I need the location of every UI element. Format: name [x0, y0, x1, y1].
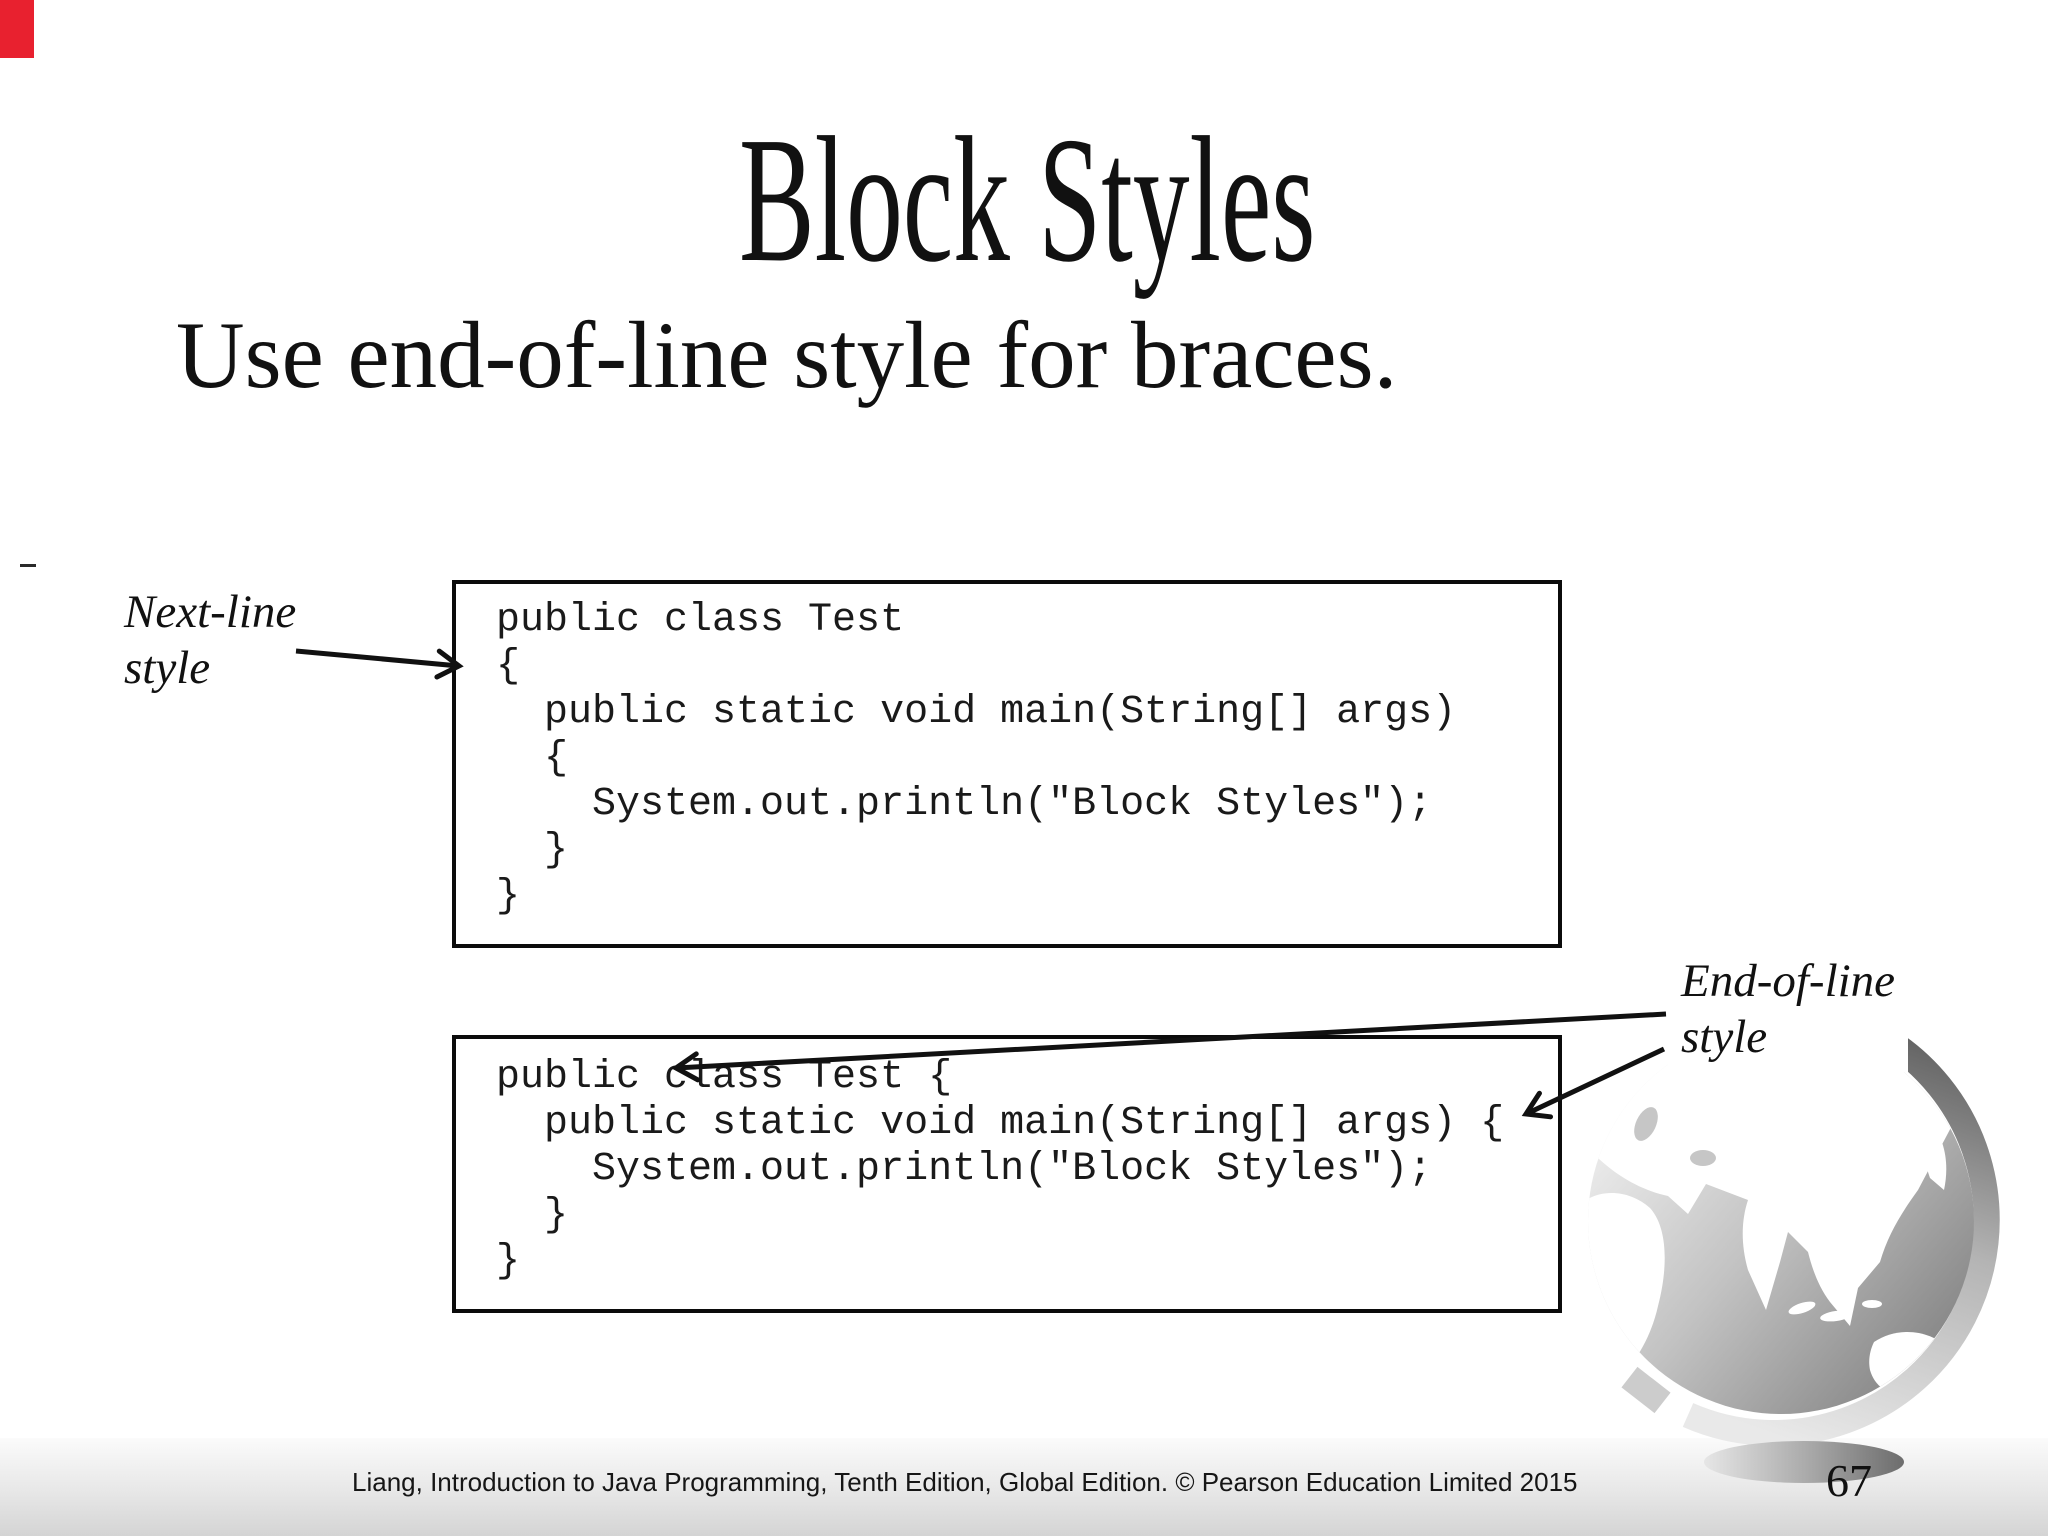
footer-gradient-band [0, 1438, 2048, 1536]
globe-stand-arc [1682, 1024, 2000, 1446]
code-box-end-of-line-style: public class Test { public static void m… [452, 1035, 1562, 1313]
next-line-style-label: Next-line style [124, 584, 296, 696]
end-of-line-style-label-line2: style [1681, 1011, 1768, 1063]
next-line-style-label-line2: style [124, 642, 211, 694]
next-line-arrow [295, 648, 464, 680]
slide-subtitle: Use end-of-line style for braces. [176, 302, 1398, 408]
globe-stand-piece [1621, 1366, 1671, 1414]
code-next-line-style: public class Test { public static void m… [496, 598, 1457, 919]
end-of-line-style-label: End-of-line style [1668, 933, 1908, 1072]
footer-credit: Liang, Introduction to Java Programming,… [352, 1467, 1578, 1497]
stray-dash-mark [20, 564, 36, 567]
next-line-style-label-line1: Next-line [124, 586, 297, 638]
globe-icon [1588, 1024, 2000, 1483]
page-number: 67 [1826, 1455, 1872, 1506]
page-title: Block Styles [739, 100, 1316, 299]
red-corner-mark [0, 0, 34, 58]
code-box-next-line-style: public class Test { public static void m… [452, 580, 1562, 948]
end-of-line-style-label-line1: End-of-line [1681, 955, 1896, 1007]
code-end-of-line-style: public class Test { public static void m… [496, 1055, 1505, 1284]
globe-base-shadow [1704, 1441, 1904, 1483]
